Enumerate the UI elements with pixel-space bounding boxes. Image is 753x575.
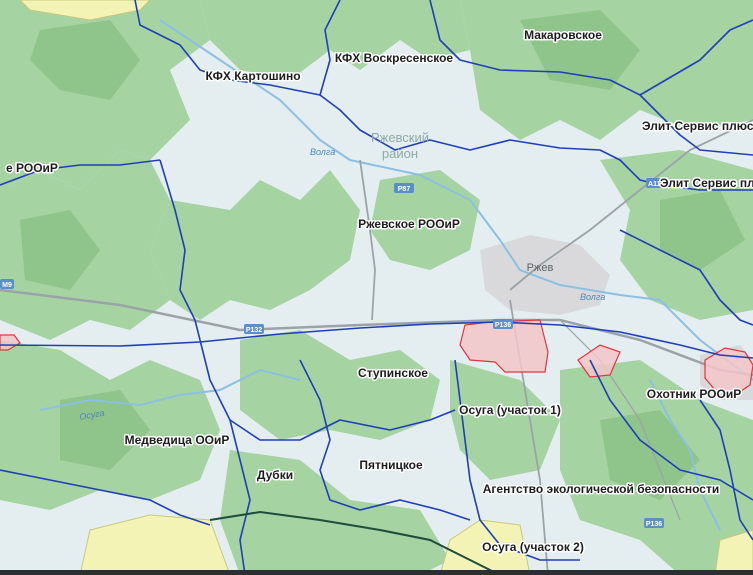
forest-patch [200, 0, 470, 80]
forest-patch [240, 330, 440, 440]
town-label-rzhev: Ржев [527, 262, 554, 274]
forest-patch-dark [20, 210, 100, 290]
dark-boundary-line [209, 510, 501, 575]
shield-west: М9 [0, 279, 14, 289]
boundary-line [454, 359, 580, 561]
boundary-line [0, 469, 211, 526]
shield-south-text: Р136 [646, 521, 662, 528]
boundary-line [589, 359, 753, 501]
shield-a111-text: А111 [648, 181, 664, 188]
label-west-roomr[interactable]: е РООиР [5, 160, 60, 177]
forest-patch-dark [520, 10, 640, 90]
label-dubki[interactable]: Дубки [255, 467, 294, 484]
shield-r87: Р87 [394, 183, 414, 193]
boundary-line [699, 399, 753, 541]
boundary-line [0, 159, 161, 186]
boundary-line [319, 94, 601, 151]
shield-m9: Р132 [244, 324, 264, 334]
shield-m9-box [244, 324, 264, 334]
shield-town-box [493, 319, 513, 329]
district-ghost-label: район [382, 146, 418, 161]
river-tributary [649, 379, 721, 531]
boundary-line [639, 94, 753, 156]
boundary-line [0, 321, 753, 359]
label-agentstvo[interactable]: Агентство экологической безопасности [481, 481, 720, 498]
boundary-line [159, 159, 201, 341]
area-labels: КФХ Картошино КФХ Воскресенское Макаровс… [5, 27, 753, 556]
forest-patch [150, 170, 360, 320]
label-rzhevskoe-roomr[interactable]: Ржевское РООиР [357, 216, 462, 233]
red-zone-east[interactable] [577, 344, 621, 378]
yellow-zones [19, 0, 753, 575]
label-okhotnik[interactable]: Охотник РООиР [645, 386, 742, 403]
boundary-line [639, 19, 753, 96]
yellow-zone[interactable] [79, 514, 231, 575]
shield-south-box [644, 518, 664, 528]
shield-west-box [0, 279, 14, 289]
forest-patch [370, 170, 480, 270]
label-kfh-voskresenskoe[interactable]: КФХ Воскресенское [333, 50, 455, 67]
shield-m9-text: Р132 [246, 327, 262, 334]
shield-town-text: Р136 [495, 322, 511, 329]
forest-patch [450, 360, 560, 480]
shield-r87-box [394, 183, 414, 193]
forest-patch [220, 450, 450, 575]
river-osuga [39, 368, 301, 411]
road-r87 [359, 159, 376, 321]
boundary-line [619, 229, 753, 326]
yellow-zone[interactable] [714, 529, 753, 575]
river-label-osuga: Осуга [79, 408, 106, 422]
boundary-line [199, 339, 456, 441]
red-zone-center[interactable] [459, 319, 549, 373]
forest-patch-dark [660, 190, 745, 270]
forest-patch-dark [60, 390, 150, 470]
label-osuga-2[interactable]: Осуга (участок 2) [481, 539, 586, 556]
road-shields: Р87 А111 Р132 Р136 Р136 М9 [0, 178, 666, 528]
shield-west-text: М9 [2, 282, 12, 289]
river-layer [39, 19, 753, 531]
forest-patch-dark [30, 20, 140, 100]
forest-patch-dark [600, 410, 700, 500]
shield-a111: А111 [646, 178, 666, 188]
shield-south: Р136 [644, 518, 664, 528]
shield-r87-text: Р87 [398, 186, 411, 193]
boundary-line [229, 419, 251, 575]
river-label-volga: Волга [310, 147, 335, 157]
label-medveditsa[interactable]: Медведица ООиР [123, 432, 231, 449]
shield-town: Р136 [493, 319, 513, 329]
road-secondary [559, 319, 681, 521]
boundary-line [299, 359, 471, 521]
bottom-edge-strip [0, 570, 753, 575]
red-zone-okhotnik[interactable] [704, 347, 753, 396]
river-label-volga: Волга [580, 292, 605, 302]
town-area [480, 235, 610, 315]
label-makarovskoe[interactable]: Макаровское [523, 27, 604, 44]
hunting-zones-red [0, 319, 753, 396]
label-stupinskoe[interactable]: Ступинское [357, 365, 430, 382]
red-zone-west-edge[interactable] [0, 334, 21, 351]
label-osuga-1[interactable]: Осуга (участок 1) [458, 402, 563, 419]
boundary-line [429, 0, 641, 96]
forest-dark-layer [20, 10, 745, 500]
district-ghost-label: Ржевский [371, 130, 429, 145]
label-kfh-kartoshino[interactable]: КФХ Картошино [204, 68, 302, 85]
shield-a111-box [646, 178, 666, 188]
road-a111 [509, 119, 753, 291]
yellow-zone[interactable] [439, 519, 531, 575]
yellow-zone[interactable] [19, 0, 151, 21]
river-volga [159, 19, 753, 381]
label-elit-servis-2[interactable]: Элит Сервис плюс [659, 175, 753, 192]
label-elit-servis-1[interactable]: Элит Сервис плюс (у [641, 118, 753, 135]
label-pyatnitskoe[interactable]: Пятницкое [358, 457, 425, 474]
boundary-line [134, 0, 341, 96]
